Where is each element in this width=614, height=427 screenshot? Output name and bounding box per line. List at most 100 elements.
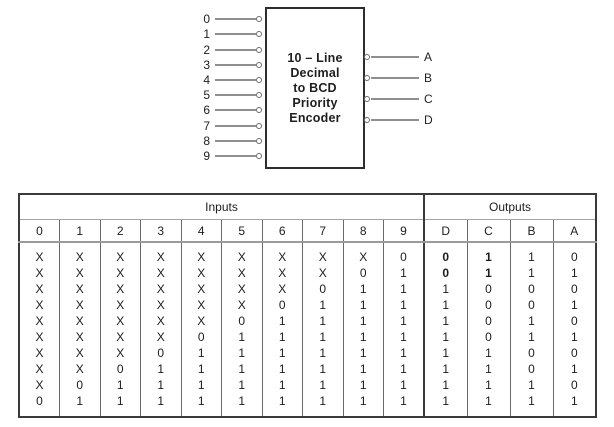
truth-cell-A: 1 <box>552 393 597 417</box>
truth-cell-8: 1 <box>342 345 384 361</box>
column-header-4: 4 <box>180 219 222 243</box>
truth-cell-9: 1 <box>383 361 425 377</box>
truth-cell-2: X <box>99 313 141 329</box>
truth-cell-0: X <box>18 297 60 313</box>
block-label-line: 10 – Line <box>287 50 343 65</box>
column-header-3: 3 <box>140 219 181 243</box>
truth-cell-D: 1 <box>423 297 468 313</box>
truth-cell-B: 1 <box>509 265 554 281</box>
active-low-bubble-icon <box>364 75 370 81</box>
active-low-bubble-icon <box>364 117 370 123</box>
truth-cell-D: 0 <box>423 265 468 281</box>
truth-cell-3: X <box>140 281 181 297</box>
truth-cell-0: X <box>18 265 60 281</box>
truth-cell-3: X <box>140 297 181 313</box>
truth-cell-5: 1 <box>221 329 262 345</box>
column-header-B: B <box>509 219 554 243</box>
truth-cell-6: 1 <box>261 361 303 377</box>
truth-cell-D: 0 <box>423 242 468 265</box>
input-wire-8 <box>215 140 256 142</box>
truth-cell-D: 1 <box>423 313 468 329</box>
truth-cell-B: 0 <box>509 297 554 313</box>
output-wire-D <box>371 119 419 121</box>
truth-cell-9: 1 <box>383 393 425 417</box>
column-header-7: 7 <box>302 219 343 243</box>
truth-cell-7: 1 <box>302 297 343 313</box>
input-wire-9 <box>215 155 256 157</box>
input-wire-7 <box>215 125 256 127</box>
truth-cell-7: 1 <box>302 313 343 329</box>
column-header-0: 0 <box>18 219 60 243</box>
truth-cell-1: X <box>59 329 100 345</box>
truth-cell-7: 1 <box>302 377 343 393</box>
truth-cell-0: 0 <box>18 393 60 417</box>
truth-cell-9: 1 <box>383 329 425 345</box>
truth-cell-C: 1 <box>466 361 511 377</box>
truth-cell-C: 1 <box>466 377 511 393</box>
truth-cell-C: 1 <box>466 265 511 281</box>
truth-cell-A: 0 <box>552 242 597 265</box>
truth-cell-B: 0 <box>509 281 554 297</box>
truth-cell-4: 1 <box>180 393 222 417</box>
truth-cell-9: 1 <box>383 265 425 281</box>
truth-cell-B: 0 <box>509 361 554 377</box>
truth-cell-7: 1 <box>302 329 343 345</box>
group-header-outputs: Outputs <box>423 194 597 220</box>
active-low-bubble-icon <box>256 107 262 113</box>
truth-cell-5: X <box>221 297 262 313</box>
output-wire-C <box>371 98 419 100</box>
truth-cell-9: 1 <box>383 345 425 361</box>
output-label-D: D <box>424 113 433 127</box>
truth-cell-2: X <box>99 297 141 313</box>
truth-cell-A: 1 <box>552 361 597 377</box>
truth-cell-3: X <box>140 265 181 281</box>
truth-cell-2: X <box>99 345 141 361</box>
truth-cell-6: 1 <box>261 377 303 393</box>
active-low-bubble-icon <box>256 123 262 129</box>
truth-cell-2: X <box>99 329 141 345</box>
column-header-2: 2 <box>99 219 141 243</box>
input-label-6: 6 <box>203 103 210 117</box>
column-header-1: 1 <box>59 219 100 243</box>
truth-cell-D: 1 <box>423 345 468 361</box>
truth-cell-0: X <box>18 345 60 361</box>
truth-cell-0: X <box>18 281 60 297</box>
truth-cell-C: 0 <box>466 281 511 297</box>
output-wire-A <box>371 56 419 58</box>
column-header-9: 9 <box>383 219 425 243</box>
truth-cell-3: X <box>140 242 181 265</box>
truth-cell-B: 1 <box>509 313 554 329</box>
truth-cell-A: 0 <box>552 345 597 361</box>
input-label-9: 9 <box>203 149 210 163</box>
group-header-inputs: Inputs <box>19 194 425 220</box>
truth-cell-2: 0 <box>99 361 141 377</box>
output-label-A: A <box>424 50 433 64</box>
truth-cell-3: 0 <box>140 345 181 361</box>
active-low-bubble-icon <box>256 77 262 83</box>
truth-cell-9: 1 <box>383 281 425 297</box>
truth-cell-6: X <box>261 281 303 297</box>
truth-cell-8: 1 <box>342 297 384 313</box>
truth-cell-4: X <box>180 265 222 281</box>
active-low-bubble-icon <box>256 92 262 98</box>
truth-cell-6: 1 <box>261 393 303 417</box>
truth-cell-5: 0 <box>221 313 262 329</box>
truth-cell-6: X <box>261 242 303 265</box>
truth-cell-1: X <box>59 297 100 313</box>
truth-cell-A: 1 <box>552 297 597 313</box>
truth-cell-7: 1 <box>302 361 343 377</box>
truth-cell-B: 1 <box>509 393 554 417</box>
truth-cell-D: 1 <box>423 281 468 297</box>
truth-cell-1: 0 <box>59 377 100 393</box>
truth-cell-6: 1 <box>261 345 303 361</box>
input-wire-3 <box>215 64 256 66</box>
